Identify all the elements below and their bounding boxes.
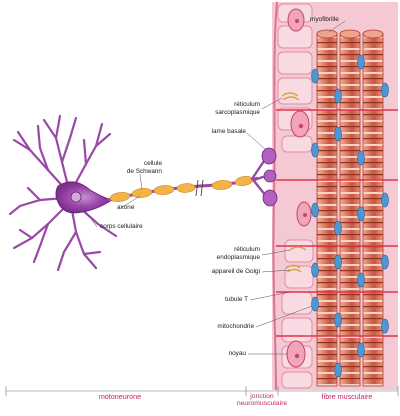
label-sarcoplasmic-reticulum: réticulum sarcoplasmique (200, 101, 260, 116)
axon-break (196, 180, 203, 196)
label-sr-line2: sarcoplasmique (200, 109, 260, 117)
label-er-line2: endoplasmique (200, 254, 260, 262)
cell-body (56, 182, 112, 213)
label-golgi: appareil de Golgi (190, 268, 260, 276)
label-myofibril: myofibrille (310, 16, 339, 24)
label-sr-line1: réticulum (200, 101, 260, 109)
label-schwann-line2: de Schwann (108, 168, 162, 176)
label-nucleus: noyau (190, 350, 246, 358)
label-axon: axone (117, 204, 134, 212)
caption-junction-line1: jonction (232, 393, 292, 400)
caption-motoneuron: motoneurone (70, 393, 170, 401)
muscle-fiber-region (272, 2, 398, 390)
myelin-sheath (109, 175, 253, 203)
label-schwann-cell: cellule de Schwann (108, 160, 162, 175)
caption-junction-line2: neuromusculaire (232, 400, 292, 407)
caption-muscle-fiber: fibre musculaire (300, 393, 394, 401)
label-schwann-line1: cellule (108, 160, 162, 168)
label-er-line1: réticulum (200, 246, 260, 254)
label-t-tubule: tubule T (190, 296, 248, 304)
label-endoplasmic-reticulum: réticulum endoplasmique (200, 246, 260, 261)
label-mitochondria: mitochondrie (190, 323, 254, 331)
myofibrils (317, 30, 383, 386)
caption-junction: jonction neuromusculaire (232, 393, 292, 408)
label-cell-body: corps cellulaire (100, 223, 143, 231)
cell-nucleus (71, 192, 81, 202)
label-basal-lamina: lame basale (190, 128, 246, 136)
synaptic-boutons (262, 148, 277, 206)
